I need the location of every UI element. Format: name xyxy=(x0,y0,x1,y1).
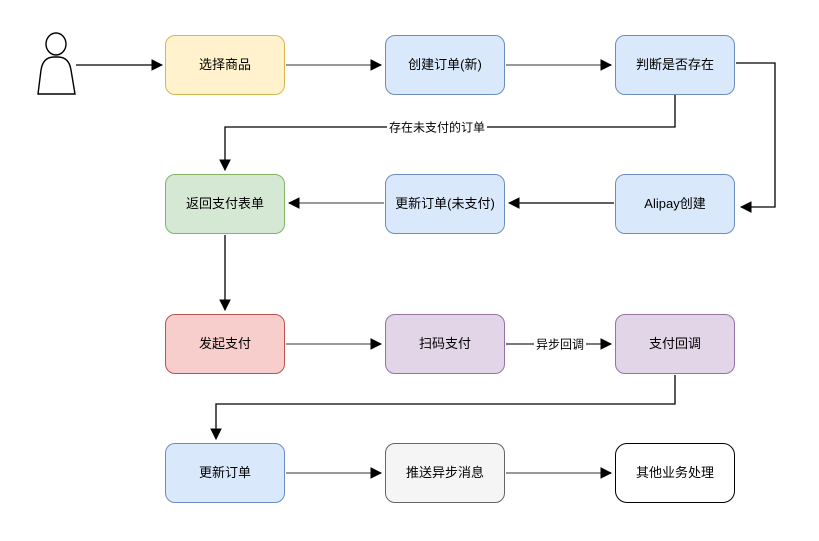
node-other-business[interactable]: 其他业务处理 xyxy=(615,443,735,503)
node-select-product[interactable]: 选择商品 xyxy=(165,35,285,95)
node-scan-code-pay[interactable]: 扫码支付 xyxy=(385,314,505,374)
node-create-order-new[interactable]: 创建订单(新) xyxy=(385,35,505,95)
edge-label-async-callback: 异步回调 xyxy=(533,335,587,353)
node-update-order[interactable]: 更新订单 xyxy=(165,443,285,503)
node-check-order-exists[interactable]: 判断是否存在 xyxy=(615,35,735,95)
node-return-payment-form[interactable]: 返回支付表单 xyxy=(165,174,285,234)
node-push-async-message[interactable]: 推送异步消息 xyxy=(385,443,505,503)
node-payment-callback[interactable]: 支付回调 xyxy=(615,314,735,374)
node-update-order-unpaid[interactable]: 更新订单(未支付) xyxy=(385,174,505,234)
node-alipay-create[interactable]: Alipay创建 xyxy=(615,174,735,234)
person-icon xyxy=(37,32,76,95)
edge-payment-callback-to-update-order xyxy=(216,375,676,439)
node-initiate-payment[interactable]: 发起支付 xyxy=(165,314,285,374)
edge-label-exists-unpaid-order: 存在未支付的订单 xyxy=(386,118,488,136)
edge-check-exists-to-alipay-create xyxy=(736,62,776,207)
